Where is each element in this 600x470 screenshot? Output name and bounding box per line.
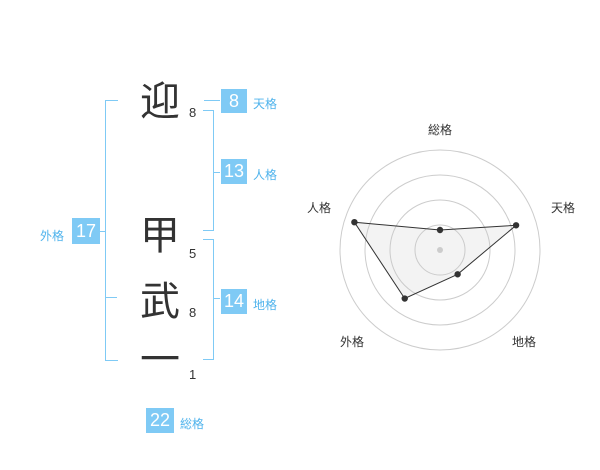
radar-center-dot	[437, 247, 443, 253]
ten-bracket	[204, 100, 214, 101]
radar-point-0	[436, 226, 444, 234]
axis-label-jin: 人格	[307, 200, 331, 215]
radar-point-1	[512, 222, 520, 229]
given-char-1: 甲	[140, 213, 180, 259]
radar-points	[351, 218, 520, 302]
jin-bracket	[203, 110, 214, 231]
jin-connector	[214, 172, 220, 173]
radar-polygon	[353, 221, 518, 300]
given-char-3-strokes: 1	[189, 367, 197, 382]
gai-bracket-tick	[105, 297, 117, 298]
radar-ring	[414, 224, 466, 276]
chi-connector	[214, 298, 220, 299]
surname-char-1-strokes: 8	[189, 105, 197, 120]
given-char-1-strokes: 5	[189, 246, 197, 261]
radar-ring	[339, 149, 541, 351]
gai-value-box: 17	[72, 218, 100, 244]
gai-label: 外格	[40, 229, 65, 243]
radar-point-3	[401, 295, 408, 302]
gai-bracket	[105, 100, 118, 361]
so-label: 総格	[180, 417, 205, 431]
jin-label: 人格	[253, 168, 278, 182]
ten-value-box: 8	[221, 89, 247, 113]
so-value-box: 22	[146, 408, 174, 433]
given-char-3: 一	[140, 337, 180, 383]
gai-connector	[100, 231, 105, 232]
given-char-2-strokes: 8	[189, 305, 197, 320]
ten-label: 天格	[253, 97, 278, 111]
radar-point-2	[454, 271, 461, 278]
axis-label-chi: 地格	[512, 334, 536, 349]
given-char-2: 武	[140, 279, 180, 325]
chi-value-box: 14	[221, 289, 247, 314]
chi-bracket	[203, 239, 214, 360]
chi-label: 地格	[253, 298, 278, 312]
axis-label-gai: 外格	[340, 334, 364, 349]
surname-char-1: 迎	[140, 79, 180, 125]
radar-ring	[389, 199, 491, 301]
ten-connector	[214, 100, 220, 101]
radar-ring	[364, 174, 516, 326]
axis-label-ten: 天格	[551, 200, 575, 215]
radar-point-4	[351, 218, 358, 226]
radar-rings	[339, 149, 541, 351]
axis-label-so: 総格	[428, 122, 452, 137]
radar-chart: 総格 天格 地格 外格 人格	[307, 122, 575, 351]
jin-value-box: 13	[221, 159, 247, 184]
